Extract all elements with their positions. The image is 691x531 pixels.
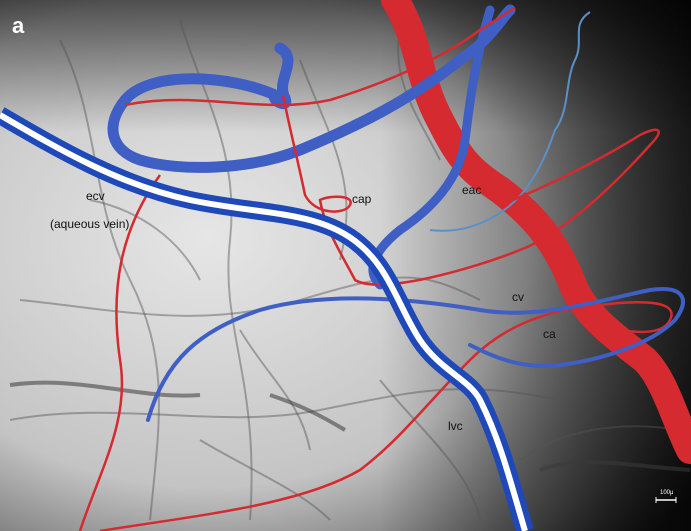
aqueous-vein-core [0,112,528,531]
artery-loop-top [124,6,516,107]
label-ca: ca [543,327,556,341]
label-cap: cap [352,192,372,206]
scale-bar-label: 100μ [660,490,674,496]
artery-capillary-cap [281,94,660,286]
thin-blue-vessel [429,11,591,232]
label-eac: eac [462,183,481,197]
collector-vein-cv [146,287,685,422]
label-aqueous-vein: (aqueous vein) [50,217,129,231]
panel-label: a [12,13,25,38]
label-ecv: ecv [86,189,105,203]
artery-left-descending [78,174,162,531]
dark-vessels [9,380,691,472]
label-cv: cv [512,290,524,304]
label-lvc: lvc [448,419,463,433]
vein-loop-top [107,4,516,173]
artery-lower-loop [99,301,673,531]
